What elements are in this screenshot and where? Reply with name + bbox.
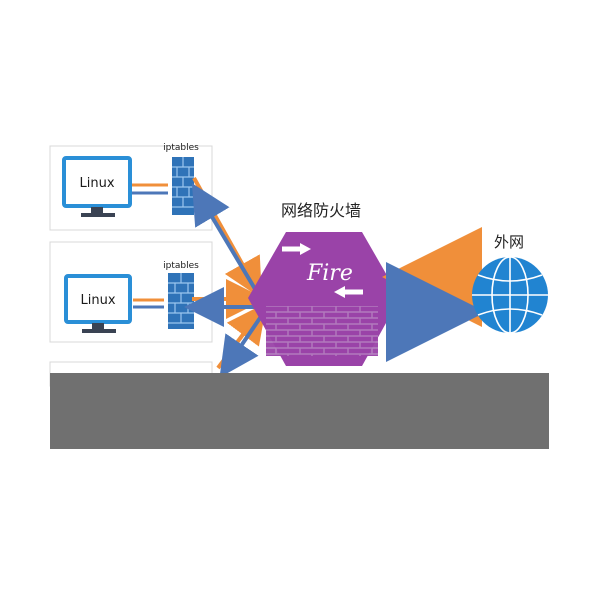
outer-network-label: 外网 [494,233,524,251]
middle-linux-label: Linux [80,293,115,308]
top-linux-monitor: Linux [62,156,132,217]
firewall-brick-icon [266,306,378,356]
top-iptables-firewall-icon: iptables [163,143,199,215]
top-host-panel: Linux iptables [49,143,213,231]
globe-icon [472,256,548,334]
firewall-title: 网络防火墙 [281,201,361,220]
external-arrow-paths [382,227,486,362]
middle-host-links [133,298,164,309]
top-host-links [132,183,168,195]
middle-host-panel: Linux iptables [49,241,213,343]
firewall-fire-text: Fire [306,261,353,286]
middle-linux-monitor: Linux [64,274,132,333]
external-network: 外网 [472,233,548,334]
middle-iptables-label: iptables [163,261,199,271]
network-firewall: 网络防火墙 Fire [248,201,400,366]
top-linux-label: Linux [79,176,114,191]
occluding-gray-band [50,373,549,449]
internal-arrow-paths [184,177,267,378]
top-iptables-label: iptables [163,143,199,153]
